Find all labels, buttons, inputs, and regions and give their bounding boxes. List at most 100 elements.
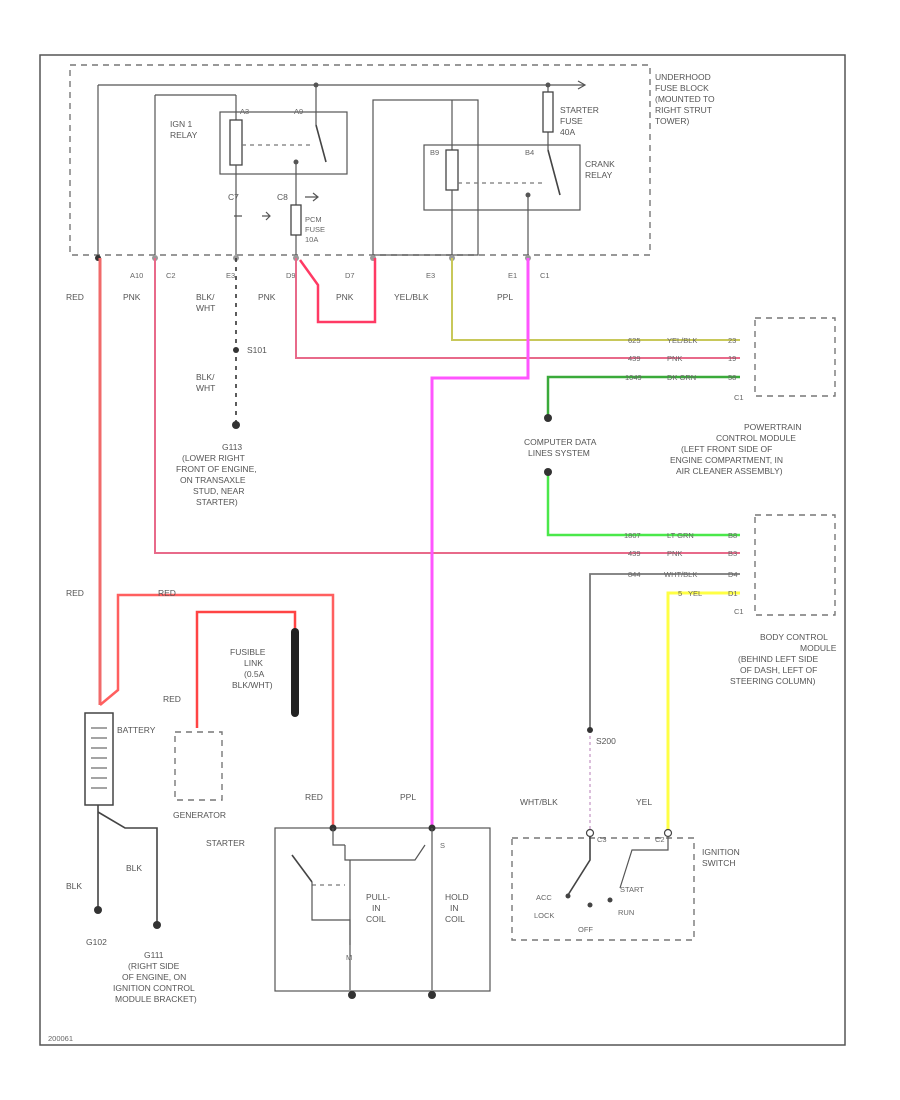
pcm-wire-dk-grn: DK GRN <box>667 373 696 382</box>
pin-b9: B9 <box>430 148 439 157</box>
pcm-fuse-icon <box>290 204 302 236</box>
pin-e3-b: E3 <box>426 271 435 280</box>
ignition-start-lead <box>619 836 669 889</box>
wire-red-starter <box>99 593 335 828</box>
starter-contact-lead <box>332 828 345 846</box>
ground-g102-label: G102 <box>86 937 107 947</box>
splice-s101-node <box>233 347 239 353</box>
wire-label-red: RED <box>66 292 84 302</box>
wire-wht-blk <box>589 573 740 730</box>
bcm-pin-b8: B8 <box>728 531 737 540</box>
bcm-pin-d1: D1 <box>728 589 738 598</box>
wire-label-ppl-lower: PPL <box>400 792 416 802</box>
underhood-fuse-block: UNDERHOOD FUSE BLOCK (MOUNTED TO RIGHT S… <box>69 64 717 280</box>
starter-label: STARTER <box>206 838 245 848</box>
computer-data-lines-label: COMPUTER DATA LINES SYSTEM <box>524 437 598 458</box>
conn-c1: C1 <box>540 271 550 280</box>
wire-yel <box>666 591 740 830</box>
generator-label: GENERATOR <box>173 810 226 820</box>
ign-relay-switch-icon <box>315 124 327 163</box>
starter-motor-m: M <box>346 953 352 962</box>
wire-label-pnk-d7: PNK <box>336 292 354 302</box>
wire-label-wht-blk: WHT/BLK <box>520 797 558 807</box>
crank-relay-box <box>423 144 581 211</box>
ignition-pin-c3: C3 <box>597 835 607 844</box>
ignition-switch-outline <box>511 837 695 941</box>
bcm-circuit-1807: 1807 <box>624 531 641 540</box>
body-control-module: 1807 LT GRN B8 439 PNK B3 844 WHT/BLK D4… <box>624 514 837 686</box>
wire-label-red-starter: RED <box>158 588 176 598</box>
crank-relay-switch-icon <box>547 149 561 196</box>
ground-g113-icon <box>232 421 240 429</box>
bcm-wire-pnk: PNK <box>667 549 682 558</box>
ground-g111-label: G111 (RIGHT SIDE OF ENGINE, ON IGNITION … <box>113 950 197 1004</box>
pcm-conn-c1: C1 <box>734 393 744 402</box>
wire-label-yel-blk: YEL/BLK <box>394 292 429 302</box>
starter-box <box>274 827 491 992</box>
wire-label-red-lower: RED <box>66 588 84 598</box>
starter-s-terminal: S <box>440 841 445 850</box>
ign-relay-coil-icon <box>229 119 243 166</box>
pin-b4: B4 <box>525 148 534 157</box>
reference-code: 200061 <box>48 1034 73 1043</box>
wire-label-red-generator: RED <box>163 694 181 704</box>
wire-ppl-starter <box>430 258 530 828</box>
ignition-switch-contact-icon <box>567 836 591 896</box>
wire-label-blk-g111: BLK <box>126 863 142 873</box>
pcm-circuit-1049: 1049 <box>625 373 642 382</box>
powertrain-control-module: 625 YEL/BLK 23 439 PNK 19 1049 DK GRN 58… <box>625 317 836 476</box>
splice-s200-node <box>587 727 593 733</box>
diagram-frame <box>39 54 846 1046</box>
ignition-contact-run <box>607 897 613 903</box>
fusible-link-label: FUSIBLE LINK (0.5A BLK/WHT) <box>230 647 273 690</box>
ign-relay-box <box>219 111 348 175</box>
wire-label-yel: YEL <box>636 797 652 807</box>
conn-c2: C2 <box>166 271 176 280</box>
bcm-pin-b3: B3 <box>728 549 737 558</box>
data-lines-node-top <box>544 414 552 422</box>
crank-relay-label: CRANK RELAY <box>585 159 617 180</box>
data-lines-node-bottom <box>544 468 552 476</box>
ignition-pos-start: START <box>620 885 644 894</box>
wire-dk-grn <box>546 375 740 418</box>
bcm-wire-lt-grn: LT GRN <box>667 531 694 540</box>
bcm-pin-d4: D4 <box>728 570 738 579</box>
ground-g102-icon <box>94 906 102 914</box>
wire-pnk-pcm <box>295 258 740 359</box>
ignition-contact-off <box>587 902 593 908</box>
pin-d9: D9 <box>286 271 296 280</box>
pcm-pin-23: 23 <box>728 336 736 345</box>
pcm-label: POWERTRAIN CONTROL MODULE (LEFT FRONT SI… <box>670 422 804 476</box>
ignition-terminal-c2 <box>663 828 673 838</box>
fuse-block-title: UNDERHOOD FUSE BLOCK (MOUNTED TO RIGHT S… <box>655 72 717 126</box>
pcm-wire-yel-blk: YEL/BLK <box>667 336 697 345</box>
wire-label-blk-g102: BLK <box>66 881 82 891</box>
wire-label-blk-wht-lower: BLK/ WHT <box>196 372 217 393</box>
ignition-terminal-c3 <box>585 828 595 838</box>
generator-outline <box>174 731 223 801</box>
wire-lt-grn <box>546 472 740 537</box>
pull-in-coil-label: PULL- IN COIL <box>366 892 392 924</box>
pcm-pin-58: 58 <box>728 373 736 382</box>
pcm-wire-pnk: PNK <box>667 354 682 363</box>
battery-ground-g111-wire <box>97 811 158 925</box>
crank-relay-frame <box>372 99 479 256</box>
ignition-pos-acc: ACC <box>536 893 552 902</box>
pcm-pin-19: 19 <box>728 354 736 363</box>
pin-a10: A10 <box>130 271 143 280</box>
c8-arrow-icon <box>305 192 319 202</box>
ign-relay-label: IGN 1 RELAY <box>170 119 198 140</box>
battery-icon <box>84 712 114 806</box>
ignition-pin-c2: C2 <box>655 835 665 844</box>
ignition-switch-label: IGNITION SWITCH <box>702 847 742 868</box>
battery-label: BATTERY <box>117 725 156 735</box>
wire-red-generator <box>195 610 297 728</box>
pin-a9: A9 <box>294 107 303 116</box>
node <box>293 159 299 165</box>
pcm-circuit-625: 625 <box>628 336 641 345</box>
ground-g113-label: G113 (LOWER RIGHT FRONT OF ENGINE, ON TR… <box>176 442 259 507</box>
bcm-circuit-439: 439 <box>628 549 641 558</box>
starter-contact-icon <box>291 854 313 883</box>
crank-relay-coil-icon <box>445 149 459 191</box>
